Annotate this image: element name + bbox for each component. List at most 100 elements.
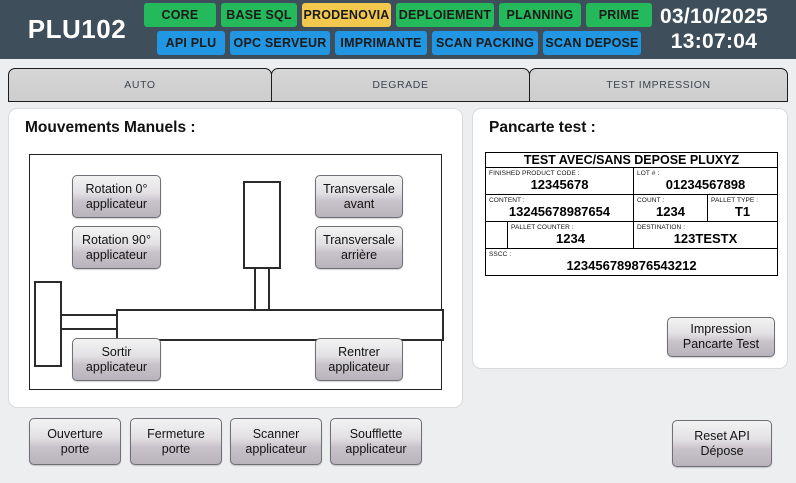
button-line-1: Transversale [323,232,395,247]
tab-auto[interactable]: AUTO [8,68,272,102]
status-label: PRIME [598,8,640,22]
table-row: CONTENT : 13245678987654 COUNT : 1234 PA… [485,194,779,222]
cell-spacer [485,221,508,249]
status-button-base-sql[interactable]: BASE SQL [221,3,297,27]
button-line-2: applicateur [85,359,148,374]
status-label: BASE SQL [226,8,292,22]
status-button-imprimante[interactable]: IMPRIMANTE [335,31,427,55]
status-button-planning[interactable]: PLANNING [499,3,581,27]
pancarte-test-panel: Pancarte test : TEST AVEC/SANS DEPOSE PL… [472,108,788,369]
tab-label: TEST IMPRESSION [606,79,711,91]
table-row: SSCC : 123456789876543212 [484,248,779,276]
cell-content: CONTENT : 13245678987654 [485,194,634,222]
button-line-2: applicateur [345,441,407,456]
button-rotation-0-applicateur[interactable]: Rotation 0° applicateur [72,175,161,218]
cell-label: SSCC : [489,251,512,258]
status-button-api-plu[interactable]: API PLU [157,31,225,55]
status-label: PRODENOVIA [303,8,390,22]
cell-value: T1 [734,204,751,219]
button-scanner-applicateur[interactable]: Scanner applicateur [230,418,322,465]
button-line-2: porte [161,441,191,456]
button-line-2: applicateur [85,247,148,262]
diagram-connector-top [62,314,118,316]
button-sortir-applicateur[interactable]: Sortir applicateur [72,338,161,381]
button-fermeture-porte[interactable]: Fermeture porte [130,418,222,465]
cell-value: 13245678987654 [508,204,611,219]
cell-pallet-counter: PALLET COUNTER : 1234 [507,221,634,249]
button-line-1: Sortir [101,344,132,359]
cell-sscc: SSCC : 123456789876543212 [484,248,779,276]
manual-movements-panel: Mouvements Manuels : Rotation 0° applica… [8,108,463,408]
cell-pallet-type: PALLET TYPE : T1 [706,194,779,222]
status-button-opc-serveur[interactable]: OPC SERVEUR [230,31,330,55]
button-line-2: porte [60,441,90,456]
bottom-button-row: Ouverture porte Fermeture porte Scanner … [0,418,796,478]
button-line-2: avant [343,196,375,211]
tab-bar: AUTO DEGRADE TEST IMPRESSION [8,68,788,102]
button-line-1: Transversale [323,181,395,196]
panel-title-pancarte-test: Pancarte test : [489,119,596,136]
button-rotation-90-applicateur[interactable]: Rotation 90° applicateur [72,226,161,269]
tab-test-impression[interactable]: TEST IMPRESSION [529,68,788,102]
tab-label: AUTO [124,79,156,91]
diagram-vertical-head [243,181,281,269]
button-line-2: applicateur [85,196,148,211]
cell-lot: LOT # : 01234567898 [632,167,779,195]
button-ouverture-porte[interactable]: Ouverture porte [29,418,121,465]
status-button-scan-packing[interactable]: SCAN PACKING [432,31,538,55]
panel-title-manual-movements: Mouvements Manuels : [25,119,196,136]
status-label: IMPRIMANTE [340,36,422,50]
button-line-2: applicateur [328,359,390,374]
app-header: PLU102 CORE BASE SQL PRODENOVIA DEPLOIEM… [0,0,796,59]
button-line-2: Pancarte Test [682,337,760,351]
machine-title: PLU102 [27,14,127,44]
tab-label: DEGRADE [372,79,429,91]
status-label: DEPLOIEMENT [398,8,492,22]
cell-value: 01234567898 [665,177,746,192]
cell-label: LOT # : [637,170,660,177]
clock: 03/10/2025 13:07:04 [636,4,792,54]
status-button-prime[interactable]: PRIME [586,3,652,27]
tab-degrade[interactable]: DEGRADE [271,68,530,102]
pancarte-table: TEST AVEC/SANS DEPOSE PLUXYZ FINISHED PR… [484,152,779,276]
button-line-1: Fermeture [147,426,205,441]
button-line-1: Ouverture [47,426,103,441]
cell-destination: DESTINATION : 123TESTX [632,221,779,249]
cell-value: 123456789876543212 [566,258,697,273]
button-line-1: Impression [690,322,752,336]
cell-label: PALLET TYPE : [711,197,759,204]
cell-count: COUNT : 1234 [633,194,708,222]
status-label: SCAN PACKING [435,36,534,50]
button-line-2: Dépose [700,443,744,458]
cell-label: COUNT : [637,197,665,204]
button-soufflette-applicateur[interactable]: Soufflette applicateur [330,418,422,465]
cell-value: 123TESTX [673,231,738,246]
button-line-1: Rentrer [338,344,380,359]
diagram-left-post [34,281,62,367]
status-label: CORE [161,8,199,22]
status-label: OPC SERVEUR [233,36,327,50]
button-line-1: Soufflette [349,426,403,441]
clock-time: 13:07:04 [670,30,758,53]
button-transversale-avant[interactable]: Transversale avant [315,175,403,218]
button-impression-pancarte-test[interactable]: Impression Pancarte Test [667,317,775,357]
status-button-prodenovia[interactable]: PRODENOVIA [302,3,391,27]
table-row: FINISHED PRODUCT CODE : 12345678 LOT # :… [485,167,779,195]
cell-label: DESTINATION : [637,224,686,231]
cell-label: PALLET COUNTER : [511,224,574,231]
cell-label: FINISHED PRODUCT CODE : [489,170,580,177]
button-reset-api-depose[interactable]: Reset API Dépose [672,420,772,467]
status-button-deploiement[interactable]: DEPLOIEMENT [396,3,494,27]
button-line-1: Reset API [694,428,750,443]
button-line-2: applicateur [245,441,307,456]
status-label: PLANNING [506,8,574,22]
button-line-1: Scanner [252,426,300,441]
button-line-2: arrière [340,247,378,262]
button-rentrer-applicateur[interactable]: Rentrer applicateur [315,338,403,381]
status-button-scan-depose[interactable]: SCAN DEPOSE [543,31,641,55]
button-line-1: Rotation 90° [82,232,151,247]
applicator-diagram: Rotation 0° applicateur Rotation 90° app… [29,154,444,390]
button-transversale-arriere[interactable]: Transversale arrière [315,226,403,269]
status-button-core[interactable]: CORE [144,3,216,27]
diagram-connector-bottom [62,328,118,330]
